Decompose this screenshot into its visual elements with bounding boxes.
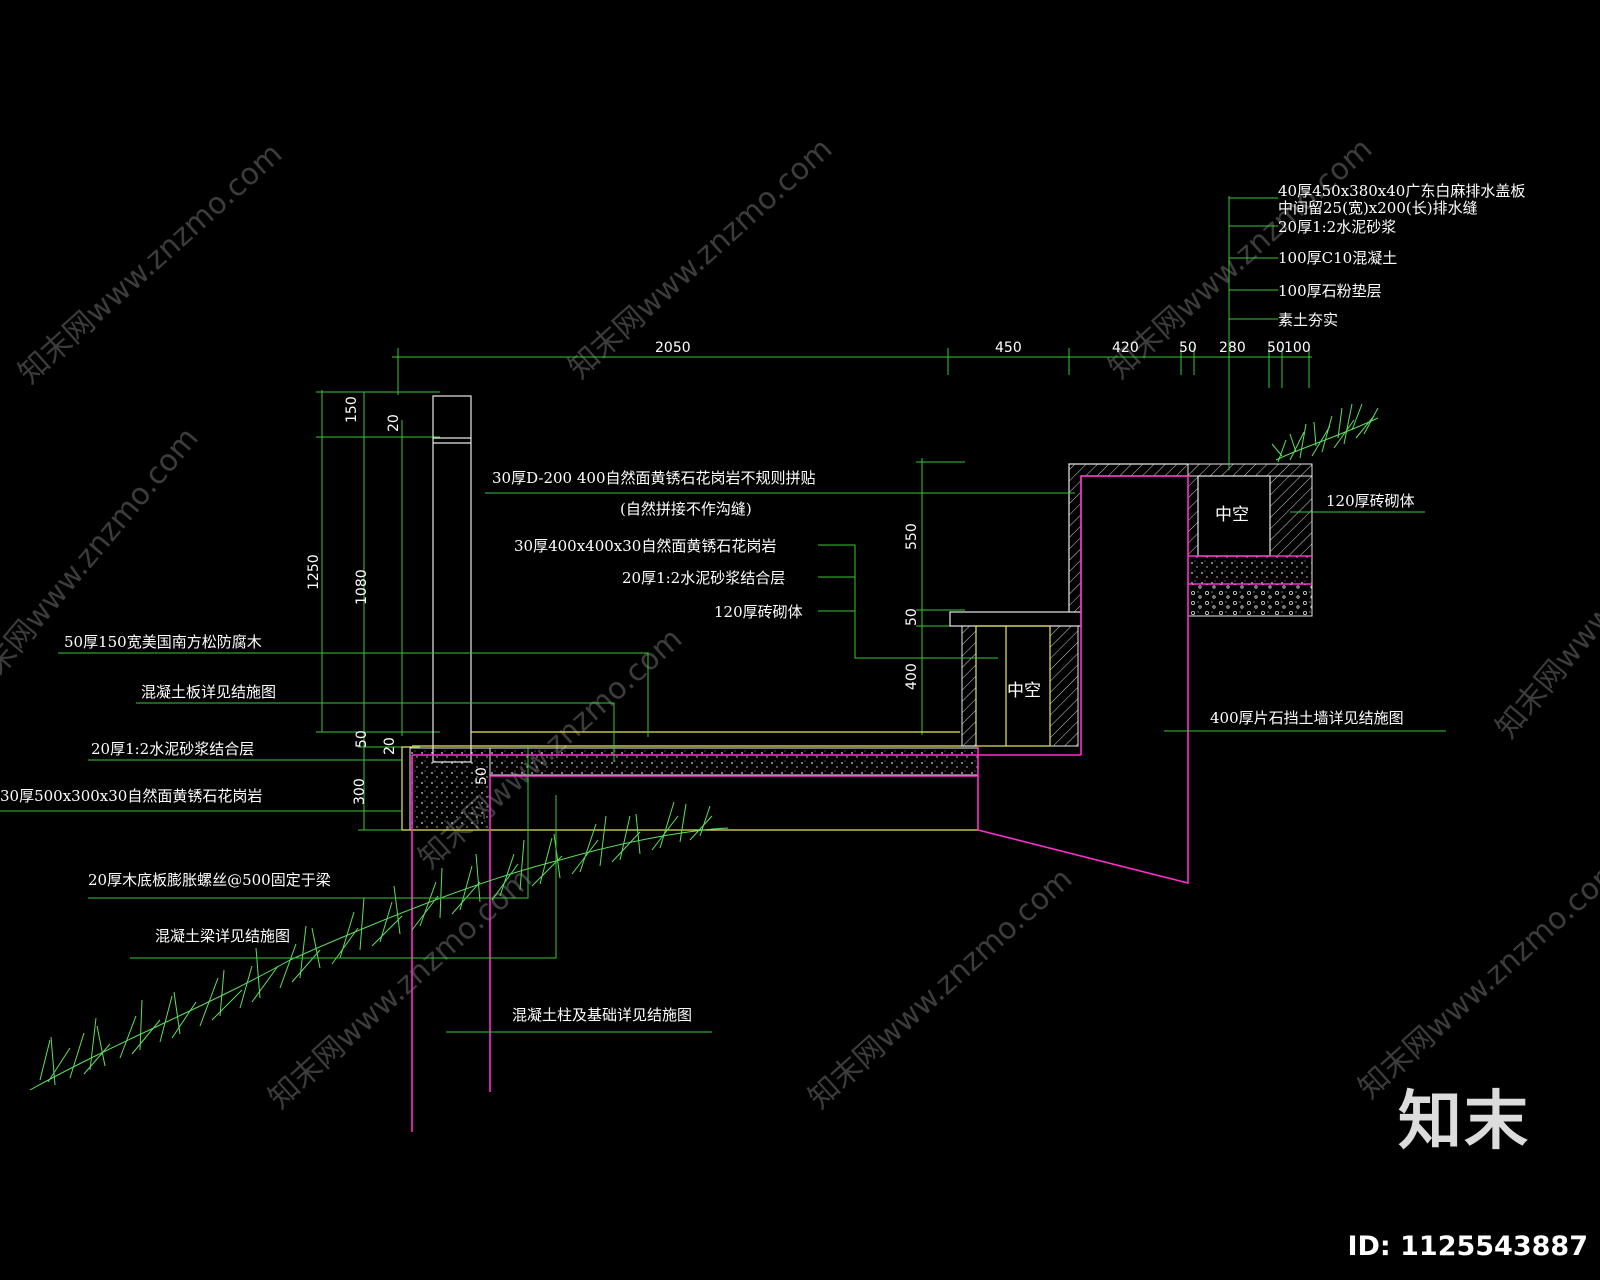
wood-post <box>432 395 472 763</box>
hollow-label-drain: 中空 <box>1215 505 1249 525</box>
watermark: 知末网www.znzmo.com <box>1352 851 1600 1106</box>
label-drain-mortar: 20厚1:2水泥砂浆 <box>1278 218 1396 236</box>
drain-callouts: 40厚450x380x40广东白麻排水盖板 中间留25(宽)x200(长)排水缝… <box>1164 182 1525 732</box>
dim-50a: 50 <box>1179 340 1197 356</box>
watermark: 知末网www.znzmo.com <box>802 861 1079 1116</box>
dim-100: 100 <box>1284 340 1311 356</box>
dim-50-step: 50 <box>904 608 920 626</box>
watermark: 知末网www.znzmo.com <box>12 136 289 391</box>
label-retaining-wall: 400厚片石挡土墙详见结施图 <box>1210 709 1404 727</box>
label-column: 混凝土柱及基础详见结施图 <box>512 1006 692 1024</box>
dim-420: 420 <box>1112 340 1139 356</box>
hollow-label-step: 中空 <box>1007 681 1041 701</box>
dim-150: 150 <box>344 396 360 423</box>
label-bolt: 20厚木底板膨胀螺丝@500固定于梁 <box>88 871 331 889</box>
label-step-mortar: 20厚1:2水泥砂浆结合层 <box>622 569 785 587</box>
dim-20-top: 20 <box>386 414 402 432</box>
dim-1250: 1250 <box>306 554 322 590</box>
watermark: 知末网www.znzmo.com <box>0 421 206 705</box>
dim-300: 300 <box>352 778 368 805</box>
label-brick-right: 120厚砖砌体 <box>1326 492 1415 510</box>
grass-left <box>29 801 729 1091</box>
wall-veneer <box>1069 464 1081 612</box>
retaining-wall-outline <box>977 475 1189 885</box>
label-drain-cover-2: 中间留25(宽)x200(长)排水缝 <box>1278 199 1478 217</box>
label-drain-concrete: 100厚C10混凝土 <box>1278 249 1397 267</box>
label-wall-top-2: (自然拼接不作沟缝) <box>620 500 752 518</box>
label-base-granite: 30厚500x300x30自然面黄锈石花岗岩 <box>0 787 262 805</box>
footing-block <box>409 747 491 831</box>
step-cap <box>949 611 1082 627</box>
step-dimensions: 550 50 400 <box>904 458 965 735</box>
dim-2050: 2050 <box>655 340 691 356</box>
label-step-granite: 30厚400x400x30自然面黄锈石花岗岩 <box>514 537 776 555</box>
base-concrete-layer <box>489 747 979 776</box>
label-drain-gravel: 100厚石粉垫层 <box>1278 282 1382 300</box>
center-callouts: 30厚D-200 400自然面黄锈石花岗岩不规则拼贴 (自然拼接不作沟缝) 30… <box>485 469 1075 659</box>
dim-50-left: 50 <box>354 730 370 748</box>
step-brick-left <box>961 625 977 747</box>
dim-450: 450 <box>995 340 1022 356</box>
label-slab: 混凝土板详见结施图 <box>141 683 276 701</box>
watermarks: 知末网www.znzmo.com 知末网www.znzmo.com 知末网www… <box>0 131 1600 1116</box>
label-base-mortar: 20厚1:2水泥砂浆结合层 <box>91 740 254 758</box>
wall-cap-veneer <box>1081 464 1188 476</box>
watermark: 知末网www.znzmo.com <box>262 861 539 1116</box>
section-structure: 中空 中空 <box>401 395 1313 1132</box>
dim-550: 550 <box>904 523 920 550</box>
dim-280: 280 <box>1219 340 1246 356</box>
dim-400: 400 <box>904 663 920 690</box>
label-drain-cover-1: 40厚450x380x40广东白麻排水盖板 <box>1278 182 1525 200</box>
step-brick-right <box>1049 625 1079 747</box>
top-dimension-chain: 2050 450 420 50 280 50 100 <box>392 340 1312 395</box>
left-inner-dimensions: 20 1080 20 50 <box>354 414 490 785</box>
watermark: 知末网www.znzmo.com <box>562 131 839 386</box>
label-wood: 50厚150宽美国南方松防腐木 <box>64 633 262 651</box>
grass-right <box>1271 403 1379 463</box>
drain-concrete <box>1187 555 1313 585</box>
dim-20-bottom: 20 <box>382 737 398 755</box>
watermark: 知末网www.znzmo.com <box>1489 461 1600 745</box>
drain-brick-right <box>1269 475 1313 557</box>
dim-1080: 1080 <box>354 569 370 605</box>
dim-50b: 50 <box>1267 340 1285 356</box>
label-beam: 混凝土梁详见结施图 <box>155 927 290 945</box>
label-wall-top-1: 30厚D-200 400自然面黄锈石花岗岩不规则拼贴 <box>492 469 816 487</box>
left-callouts: 50厚150宽美国南方松防腐木 混凝土板详见结施图 20厚1:2水泥砂浆结合层 … <box>0 633 712 1033</box>
drain-cover <box>1187 463 1313 477</box>
label-drain-soil: 素土夯实 <box>1278 311 1338 329</box>
brand-logo: 知末 <box>1398 1085 1530 1159</box>
drain-brick-left <box>1187 475 1199 557</box>
drain-gravel <box>1187 583 1313 617</box>
image-id-label: ID: 1125543887 <box>1347 1231 1588 1262</box>
label-step-brick: 120厚砖砌体 <box>714 603 803 621</box>
